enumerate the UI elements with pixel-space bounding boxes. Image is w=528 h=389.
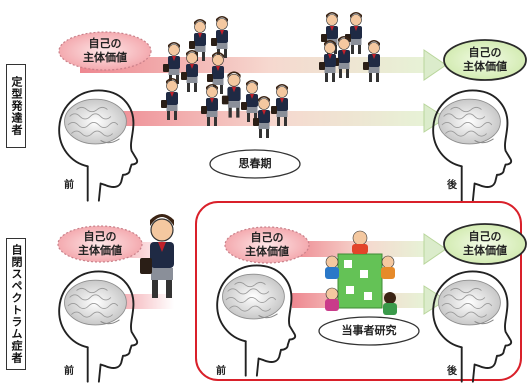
head-brain-bottom-middle [216, 264, 297, 377]
top-end-bubble-text: 自己の主体価値 [463, 46, 507, 73]
bottom-stage-label: 当事者研究 [341, 324, 397, 337]
top-start-bubble-text: 自己の主体価値 [83, 37, 127, 64]
bottom-start-bubble-text: 自己の主体価値 [78, 230, 122, 257]
research-group [325, 230, 397, 315]
bottom-start-bubble [57, 225, 143, 263]
bottom-before-label: 前 [64, 366, 74, 377]
top-start-bubble [58, 31, 152, 71]
group-label-asd-text: 自閉スペクトラム症者 [10, 244, 23, 364]
head-brain-top-after [432, 89, 513, 202]
top-end-bubble [443, 39, 527, 81]
top-before-label: 前 [64, 180, 74, 191]
top-stage-oval [209, 149, 301, 179]
bottom-after-label: 後 [447, 366, 457, 377]
head-brain-bottom-after [432, 270, 513, 383]
top-stage-label: 思春期 [238, 157, 272, 170]
bottom-stage-oval [318, 316, 420, 346]
bottom-mid-label: 前 [216, 366, 226, 377]
group-label-asd: 自閉スペクトラム症者 [6, 238, 26, 370]
top-after-label: 後 [447, 180, 457, 191]
highlight-frame [195, 201, 522, 381]
bottom-mid-bubble-text: 自己の主体価値 [245, 231, 289, 258]
bottom-mid-bubble [224, 226, 310, 264]
bottom-end-bubble [443, 223, 527, 265]
bottom-end-bubble-text: 自己の主体価値 [463, 230, 507, 257]
group-label-typical: 定型発達者 [6, 64, 26, 148]
group-label-typical-text: 定型発達者 [10, 76, 23, 136]
